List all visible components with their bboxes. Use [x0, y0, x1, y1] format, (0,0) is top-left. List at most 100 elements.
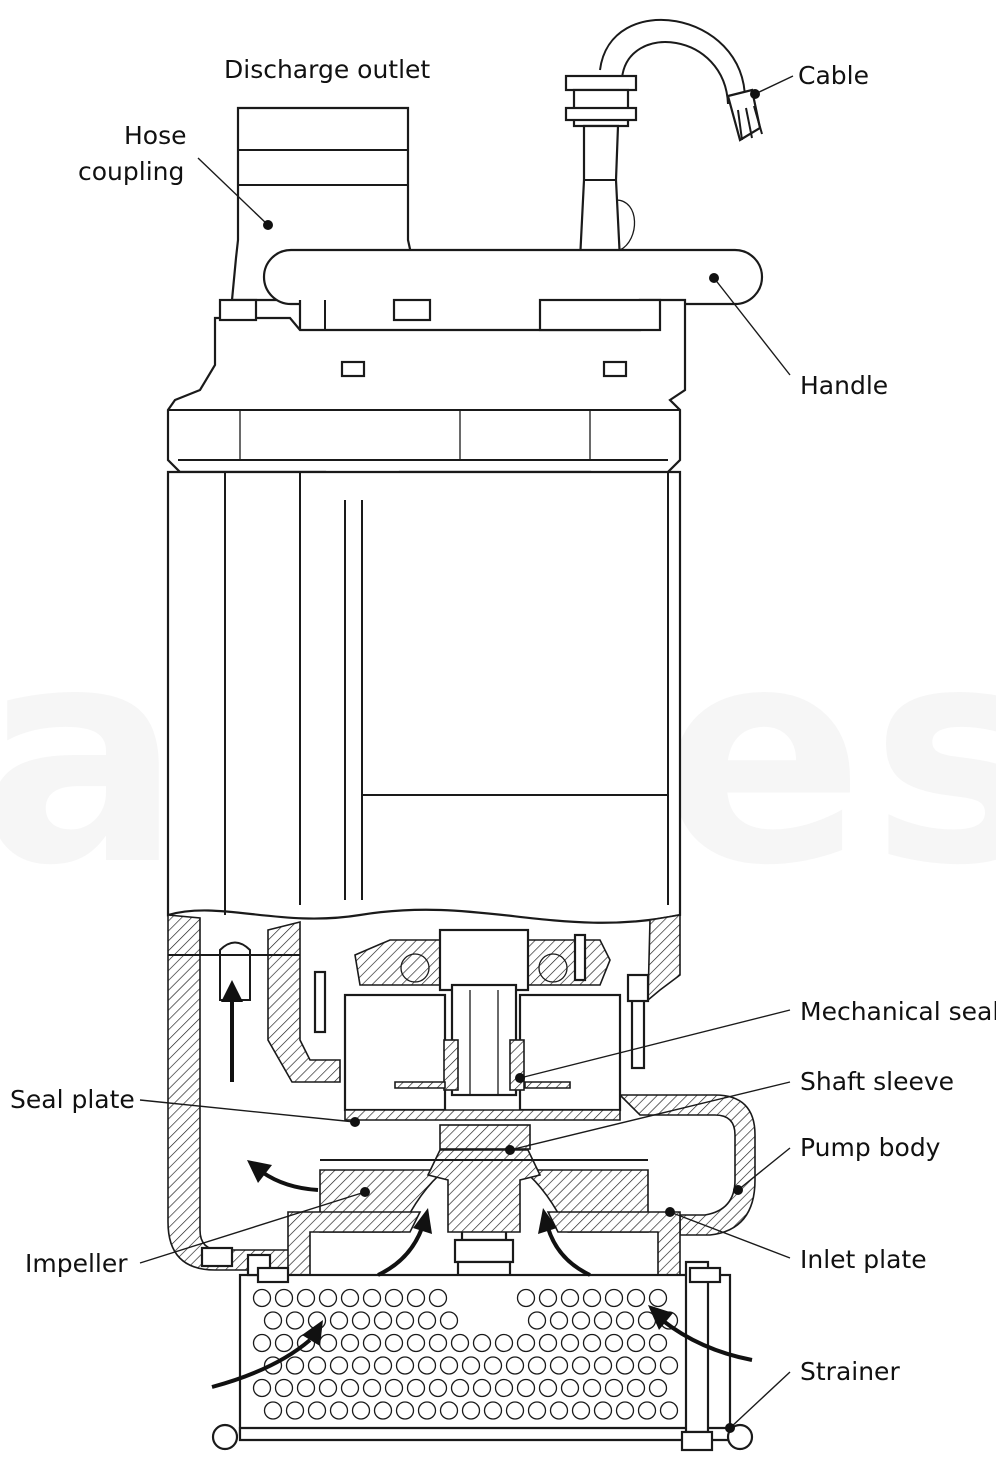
strainer-hole: [351, 1401, 371, 1420]
strainer-hole: [461, 1401, 481, 1420]
label-hose-coupling-line1: Hose: [124, 121, 187, 150]
flow-arrows: [211, 980, 753, 1389]
strainer-hole: [560, 1378, 580, 1398]
cable: [564, 18, 763, 262]
strainer-hole: [571, 1311, 591, 1330]
label-impeller: Impeller: [25, 1249, 128, 1278]
strainer-hole: [406, 1288, 426, 1308]
flow-arrow-inlet-left: [377, 1227, 424, 1277]
strainer-hole: [384, 1378, 404, 1398]
strainer-hole: [274, 1288, 294, 1308]
strainer-hole: [395, 1311, 415, 1330]
strainer-hole: [417, 1356, 437, 1375]
strainer-hole: [494, 1378, 514, 1398]
bearing-seal-assembly: [313, 928, 650, 1150]
strainer-hole: [505, 1356, 525, 1375]
strainer-hole: [307, 1356, 327, 1375]
label-discharge-outlet: Discharge outlet: [224, 55, 430, 84]
strainer-hole: [263, 1401, 283, 1420]
strainer-hole: [329, 1311, 349, 1330]
strainer-hole: [659, 1401, 679, 1420]
strainer-hole: [560, 1288, 580, 1308]
strainer-hole: [593, 1356, 613, 1375]
strainer-hole: [538, 1378, 558, 1398]
label-inlet-plate: Inlet plate: [800, 1245, 927, 1274]
strainer-hole: [516, 1333, 536, 1353]
flow-arrow-strainer-right: [660, 1318, 753, 1362]
strainer-hole: [329, 1401, 349, 1420]
label-pump-body: Pump body: [800, 1133, 941, 1162]
strainer-hole: [263, 1311, 283, 1330]
strainer-hole: [274, 1378, 294, 1398]
flow-arrow-outlet: [260, 1170, 319, 1192]
label-handle: Handle: [800, 371, 888, 400]
strainer-hole: [582, 1333, 602, 1353]
strainer-hole: [263, 1356, 283, 1375]
labels: Discharge outlet Hose coupling Cable Han…: [10, 55, 996, 1386]
strainer-hole: [373, 1401, 393, 1420]
leader-lines: [139, 75, 794, 1433]
strainer-hole: [648, 1333, 668, 1353]
strainer-hole: [395, 1401, 415, 1420]
strainer-hole: [615, 1401, 635, 1420]
strainer-hole: [483, 1401, 503, 1420]
strainer-hole: [450, 1333, 470, 1353]
strainer-hole: [549, 1401, 569, 1420]
strainer-hole: [527, 1401, 547, 1420]
label-hose-coupling-line2: coupling: [78, 157, 184, 186]
strainer-hole: [340, 1378, 360, 1398]
strainer-hole: [406, 1378, 426, 1398]
strainer-hole: [340, 1333, 360, 1353]
strainer-hole: [362, 1288, 382, 1308]
strainer-hole: [428, 1333, 448, 1353]
strainer-hole: [296, 1288, 316, 1308]
strainer-hole: [461, 1356, 481, 1375]
strainer-hole: [285, 1311, 305, 1330]
strainer-hole: [252, 1378, 272, 1398]
strainer-hole: [395, 1356, 415, 1375]
motor-housing: [166, 470, 682, 924]
strainer-hole: [439, 1401, 459, 1420]
strainer-hole: [549, 1311, 569, 1330]
strainer-hole: [582, 1288, 602, 1308]
strainer-hole: [615, 1356, 635, 1375]
strainer-hole: [340, 1288, 360, 1308]
strainer-hole: [428, 1378, 448, 1398]
strainer-hole: [538, 1333, 558, 1353]
strainer-hole: [406, 1333, 426, 1353]
strainer-hole: [505, 1401, 525, 1420]
strainer-hole: [483, 1356, 503, 1375]
strainer-hole: [527, 1356, 547, 1375]
flow-arrow-strainer-left: [211, 1338, 312, 1389]
strainer-hole: [648, 1378, 668, 1398]
strainer-hole: [439, 1311, 459, 1330]
strainer-hole: [516, 1288, 536, 1308]
strainer-hole: [549, 1356, 569, 1375]
label-seal-plate: Seal plate: [10, 1085, 135, 1114]
strainer-hole: [582, 1378, 602, 1398]
strainer-hole: [516, 1378, 536, 1398]
strainer-hole: [615, 1311, 635, 1330]
strainer-hole: [472, 1333, 492, 1353]
strainer-hole: [626, 1288, 646, 1308]
strainer-hole: [318, 1378, 338, 1398]
strainer-hole: [351, 1311, 371, 1330]
strainer-hole: [472, 1378, 492, 1398]
strainer-hole: [637, 1356, 657, 1375]
strainer-hole: [351, 1356, 371, 1375]
label-strainer: Strainer: [800, 1357, 900, 1386]
strainer-hole: [417, 1401, 437, 1420]
strainer-hole: [362, 1333, 382, 1353]
strainer-hole: [527, 1311, 547, 1330]
strainer-hole: [285, 1356, 305, 1375]
label-shaft-sleeve: Shaft sleeve: [800, 1067, 954, 1096]
strainer-hole: [285, 1401, 305, 1420]
strainer-hole: [571, 1401, 591, 1420]
strainer-hole: [659, 1356, 679, 1375]
strainer-hole: [571, 1356, 591, 1375]
strainer-hole: [648, 1288, 668, 1308]
strainer-hole: [384, 1288, 404, 1308]
strainer-hole: [538, 1288, 558, 1308]
strainer-hole: [274, 1333, 294, 1353]
